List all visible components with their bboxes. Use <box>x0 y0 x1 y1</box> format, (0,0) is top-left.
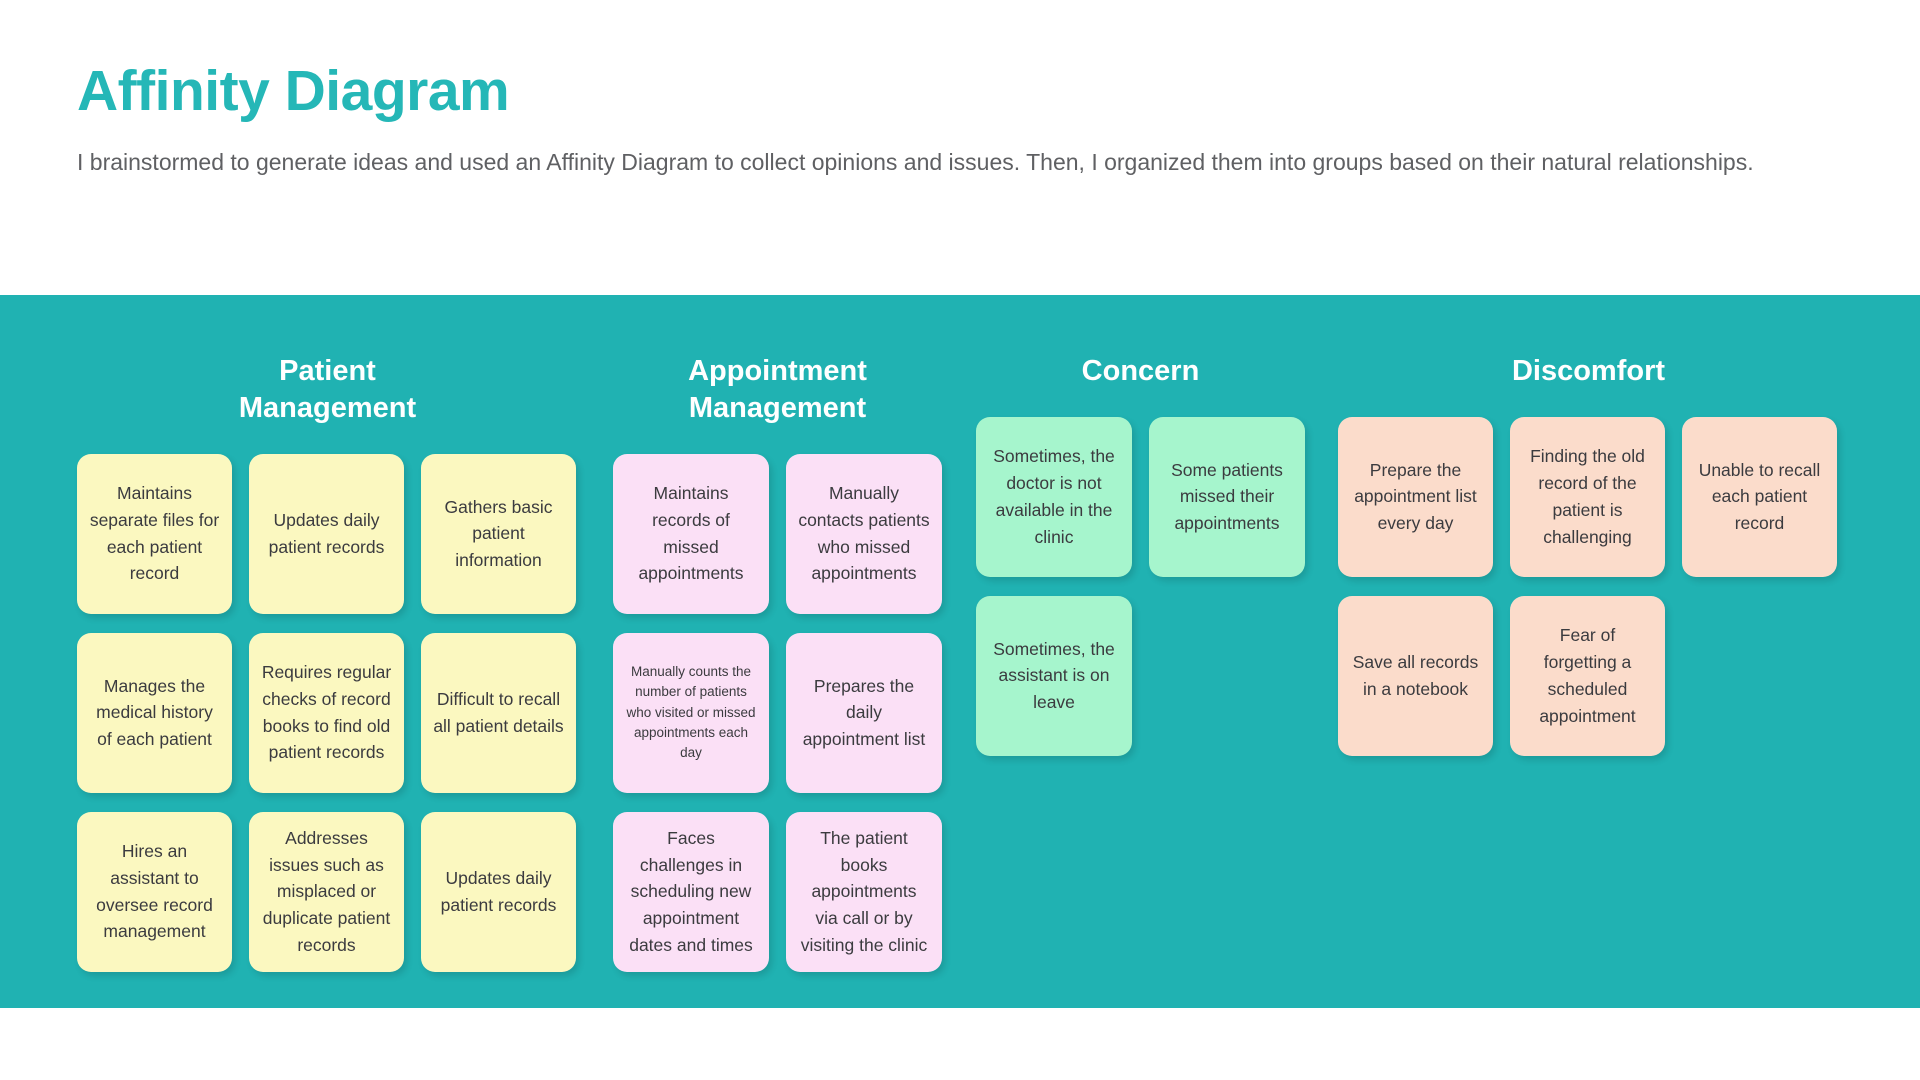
sticky-note-card[interactable]: The patient books appointments via call … <box>786 811 942 972</box>
card-row: Sometimes, the doctor is not available i… <box>976 416 1305 577</box>
cards-appointment-management: Maintains records of missed appointments… <box>613 453 942 972</box>
sticky-note-card[interactable]: Manages the medical history of each pati… <box>77 632 232 793</box>
card-row: Manages the medical history of each pati… <box>77 632 578 793</box>
sticky-note-card[interactable]: Maintains separate files for each patien… <box>77 453 232 614</box>
sticky-note-card[interactable]: Manually counts the number of patients w… <box>613 632 769 793</box>
card-row: Hires an assistant to oversee record man… <box>77 811 578 972</box>
sticky-note-card[interactable]: Finding the old record of the patient is… <box>1510 416 1665 577</box>
sticky-note-card[interactable]: Prepare the appointment list every day <box>1338 416 1493 577</box>
card-row: Manually counts the number of patients w… <box>613 632 942 793</box>
column-title-appointment-management: Appointment Management <box>688 355 867 424</box>
sticky-note-card[interactable]: Updates daily patient records <box>421 811 576 972</box>
cards-patient-management: Maintains separate files for each patien… <box>77 453 578 972</box>
page-header: Affinity Diagram I brainstormed to gener… <box>0 0 1920 295</box>
sticky-note-card[interactable]: Unable to recall each patient record <box>1682 416 1837 577</box>
sticky-note-card[interactable]: Faces challenges in scheduling new appoi… <box>613 811 769 972</box>
sticky-note-card[interactable]: Addresses issues such as misplaced or du… <box>249 811 404 972</box>
sticky-note-card[interactable]: Prepares the daily appointment list <box>786 632 942 793</box>
sticky-note-card[interactable]: Sometimes, the doctor is not available i… <box>976 416 1132 577</box>
column-title-concern: Concern <box>1081 355 1200 387</box>
sticky-note-card[interactable]: Some patients missed their appointments <box>1149 416 1305 577</box>
sticky-note-card[interactable]: Gathers basic patient information <box>421 453 576 614</box>
card-row: Sometimes, the assistant is on leave <box>976 595 1305 756</box>
card-row: Maintains separate files for each patien… <box>77 453 578 614</box>
card-placeholder <box>1149 596 1305 756</box>
cards-concern: Sometimes, the doctor is not available i… <box>976 416 1305 756</box>
sticky-note-card[interactable]: Manually contacts patients who missed ap… <box>786 453 942 614</box>
page-title: Affinity Diagram <box>77 59 510 123</box>
sticky-note-card[interactable]: Save all records in a notebook <box>1338 595 1493 756</box>
sticky-note-card[interactable]: Hires an assistant to oversee record man… <box>77 811 232 972</box>
page-subtitle: I brainstormed to generate ideas and use… <box>77 148 1754 175</box>
card-placeholder <box>1682 596 1837 756</box>
card-row: Maintains records of missed appointments… <box>613 453 942 614</box>
sticky-note-card[interactable]: Requires regular checks of record books … <box>249 632 404 793</box>
sticky-note-card[interactable]: Updates daily patient records <box>249 453 404 614</box>
sticky-note-card[interactable]: Difficult to recall all patient details <box>421 632 576 793</box>
column-title-discomfort: Discomfort <box>1511 355 1666 387</box>
sticky-note-card[interactable]: Maintains records of missed appointments <box>613 453 769 614</box>
sticky-note-card[interactable]: Sometimes, the assistant is on leave <box>976 595 1132 756</box>
column-title-patient-management: Patient Management <box>238 355 417 424</box>
card-row: Faces challenges in scheduling new appoi… <box>613 811 942 972</box>
sticky-note-card[interactable]: Fear of forgetting a scheduled appointme… <box>1510 595 1665 756</box>
